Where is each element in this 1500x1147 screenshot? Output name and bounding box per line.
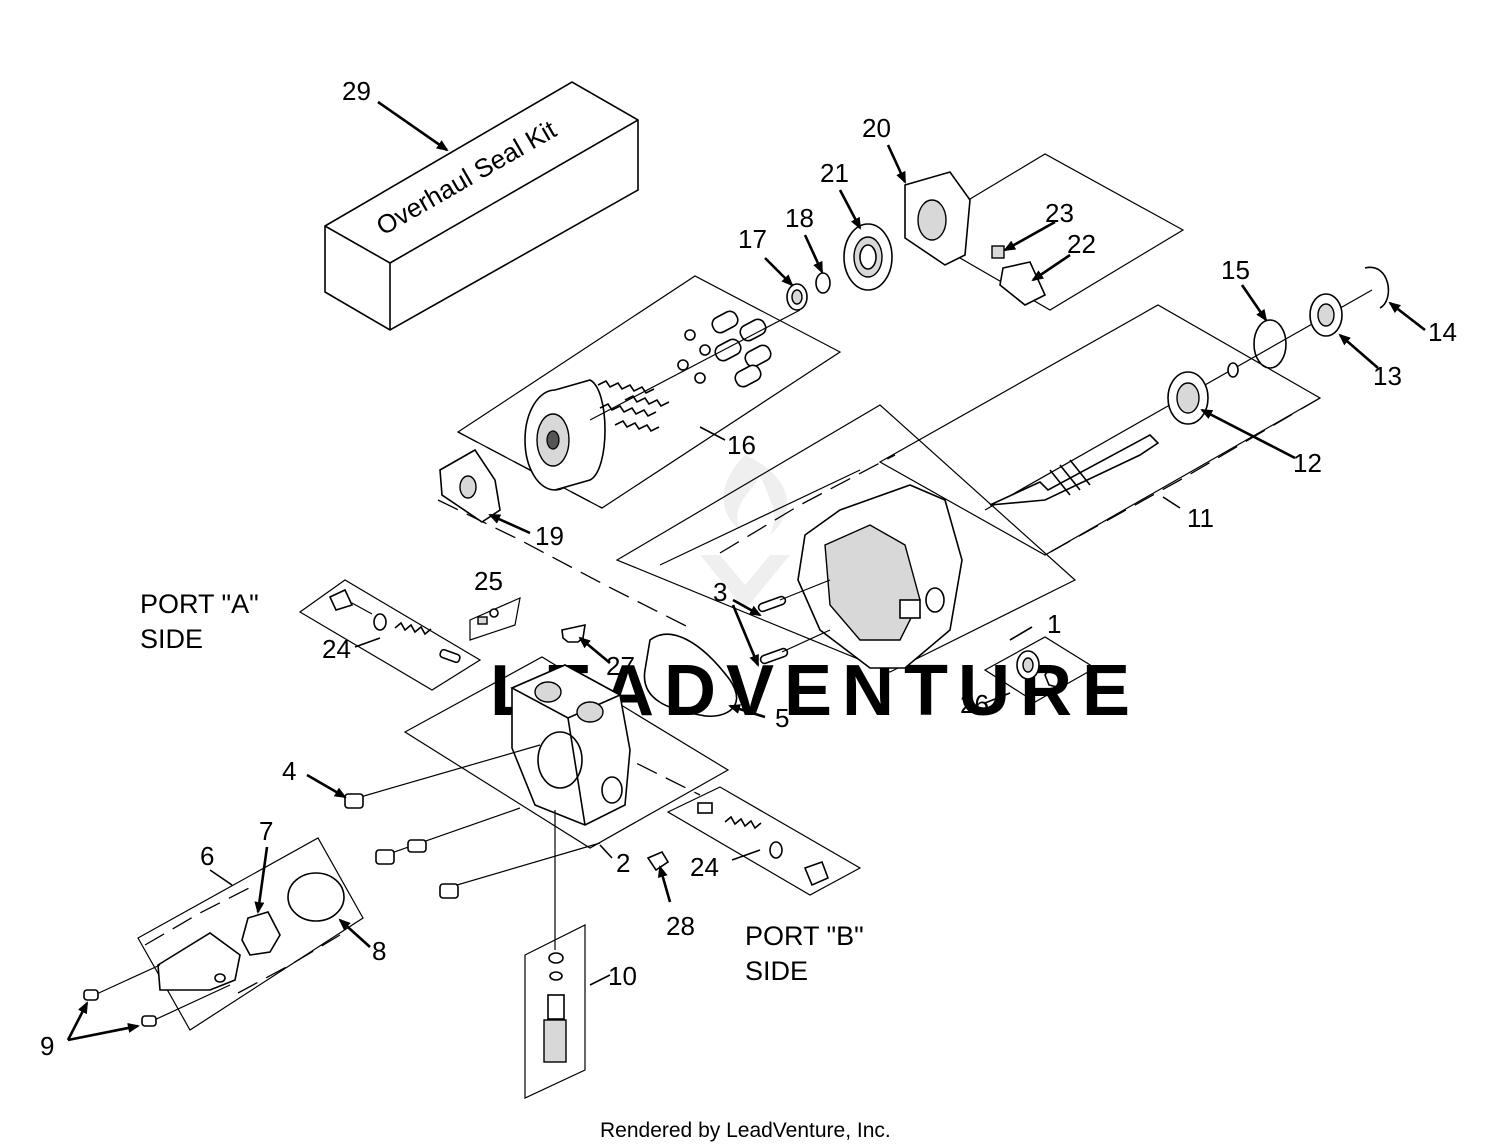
callout-24-port-b: 24 [690,852,719,882]
port-side-labels: PORT "A" SIDE PORT "B" SIDE [140,589,864,986]
center-section-2 [403,656,730,849]
callout-13: 13 [1373,361,1402,391]
callout-29: 29 [342,76,371,106]
callout-6: 6 [200,841,214,871]
port-a-label-line1: PORT "A" [140,589,259,619]
callout-11: 11 [1187,503,1214,533]
callout-24-port-a: 24 [322,634,351,664]
callout-14: 14 [1428,317,1457,347]
seal-kit-box: Overhaul Seal Kit [324,81,639,331]
ring-parts-17-18 [786,272,831,311]
swashplate-20 [904,153,1185,311]
shaft-seal-21 [843,223,893,291]
check-valve-25 [469,596,521,641]
callout-19: 19 [535,521,564,551]
bolts-4 [344,744,601,899]
leader-arrows [66,100,1426,1042]
pump-housing-1 [615,404,1077,673]
seal-plate-26 [983,636,1097,703]
port-b-valve-24 [666,786,862,896]
callout-18: 18 [785,203,814,233]
dowel-pins-3 [757,579,831,665]
callout-25: 25 [474,566,503,596]
watermark-logo [700,455,790,610]
port-b-label-line1: PORT "B" [745,921,864,951]
port-a-valve-24 [298,579,482,691]
callout-12: 12 [1293,448,1322,478]
callout-23: 23 [1045,198,1074,228]
callout-1: 1 [1047,609,1061,639]
callout-16: 16 [727,430,756,460]
callout-9: 9 [40,1031,54,1061]
callout-10: 10 [608,961,637,991]
input-shaft-group [878,266,1390,556]
bypass-valve-10 [524,810,586,1099]
callout-20: 20 [862,113,891,143]
port-b-label-line2: SIDE [745,956,808,986]
callout-21: 21 [820,158,849,188]
callout-labels: 29 20 21 18 17 23 22 15 14 13 12 16 11 1… [40,76,1457,1061]
callout-17: 17 [738,224,767,254]
plug-28 [646,850,670,872]
charge-pump-group [83,837,364,1031]
callout-27: 27 [606,651,635,681]
callout-2: 2 [616,848,630,878]
callout-22: 22 [1067,229,1096,259]
callout-28: 28 [666,911,695,941]
callout-4: 4 [282,756,296,786]
callout-5: 5 [775,703,789,733]
trunnion-22-23 [991,245,1047,306]
port-a-label-line2: SIDE [140,624,203,654]
cylinder-block-group [456,275,842,509]
callout-8: 8 [372,936,386,966]
callout-26: 26 [960,689,989,719]
callout-7: 7 [259,816,273,846]
callout-3: 3 [713,577,727,607]
valve-plate-19 [437,448,691,629]
callout-15: 15 [1221,255,1250,285]
footer-credit: Rendered by LeadVenture, Inc. [600,1119,891,1142]
